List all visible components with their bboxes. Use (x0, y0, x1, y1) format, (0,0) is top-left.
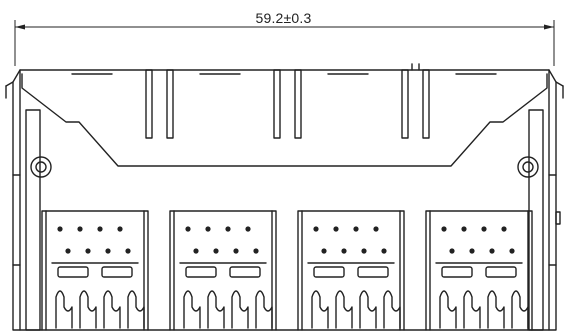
contact-pin (205, 226, 211, 232)
contact-pin (469, 248, 475, 254)
latch-tab-left (313, 266, 345, 278)
spring-contact (439, 290, 457, 329)
contact-pin (125, 248, 131, 254)
rj45-port-3 (297, 210, 405, 331)
contact-pin (193, 248, 199, 254)
contact-pin (57, 226, 63, 232)
spring-contact (359, 290, 377, 329)
contact-pin (253, 248, 259, 254)
dimension-line (14, 20, 555, 66)
spring-contact (183, 290, 201, 329)
spring-contact (103, 290, 121, 329)
rj45-port-4 (425, 210, 533, 331)
contact-pin (361, 248, 367, 254)
port-opening (169, 210, 277, 331)
rj45-port-1 (41, 210, 149, 331)
width-dimension-label: 59.2±0.3 (255, 10, 312, 26)
spring-contact (311, 290, 329, 329)
spring-contact (207, 290, 225, 329)
spring-contact (231, 290, 249, 329)
latch-tab-right (357, 266, 389, 278)
contact-pin (353, 226, 359, 232)
contact-pin (509, 248, 515, 254)
contact-pin (313, 226, 319, 232)
contact-pin (105, 248, 111, 254)
spring-contact (383, 290, 401, 329)
contact-pin (233, 248, 239, 254)
contact-pin (333, 226, 339, 232)
latch-tab-right (229, 266, 261, 278)
spring-contact (127, 290, 145, 329)
spring-contact (255, 290, 273, 329)
spring-contact (463, 290, 481, 329)
port-opening (297, 210, 405, 331)
contact-pin (441, 226, 447, 232)
contact-pin (501, 226, 507, 232)
contact-pin (341, 248, 347, 254)
contact-pin (381, 248, 387, 254)
contact-pin (225, 226, 231, 232)
latch-tab-left (441, 266, 473, 278)
contact-pin (185, 226, 191, 232)
latch-tab-right (485, 266, 517, 278)
spring-contact (335, 290, 353, 329)
contact-pin (77, 226, 83, 232)
spring-contact (487, 290, 505, 329)
contact-pin (481, 226, 487, 232)
contact-pin (245, 226, 251, 232)
latch-tab-right (101, 266, 133, 278)
spring-contact (511, 290, 529, 329)
rj45-ports (41, 210, 533, 331)
port-opening (41, 210, 149, 331)
contact-pin (461, 226, 467, 232)
side-post-right (517, 109, 561, 331)
latch-tab-left (57, 266, 89, 278)
contact-pin (117, 226, 123, 232)
contact-pin (489, 248, 495, 254)
contact-pin (321, 248, 327, 254)
spring-contact (79, 290, 97, 329)
port-opening (425, 210, 533, 331)
contact-pin (85, 248, 91, 254)
contact-pin (449, 248, 455, 254)
housing-outline (5, 69, 564, 331)
rj45-port-2 (169, 210, 277, 331)
contact-pin (65, 248, 71, 254)
latch-tab-left (185, 266, 217, 278)
contact-pin (97, 226, 103, 232)
shield-shape (21, 63, 548, 167)
spring-contact (55, 290, 73, 329)
side-post-left (12, 109, 52, 331)
contact-pin (373, 226, 379, 232)
contact-pin (213, 248, 219, 254)
